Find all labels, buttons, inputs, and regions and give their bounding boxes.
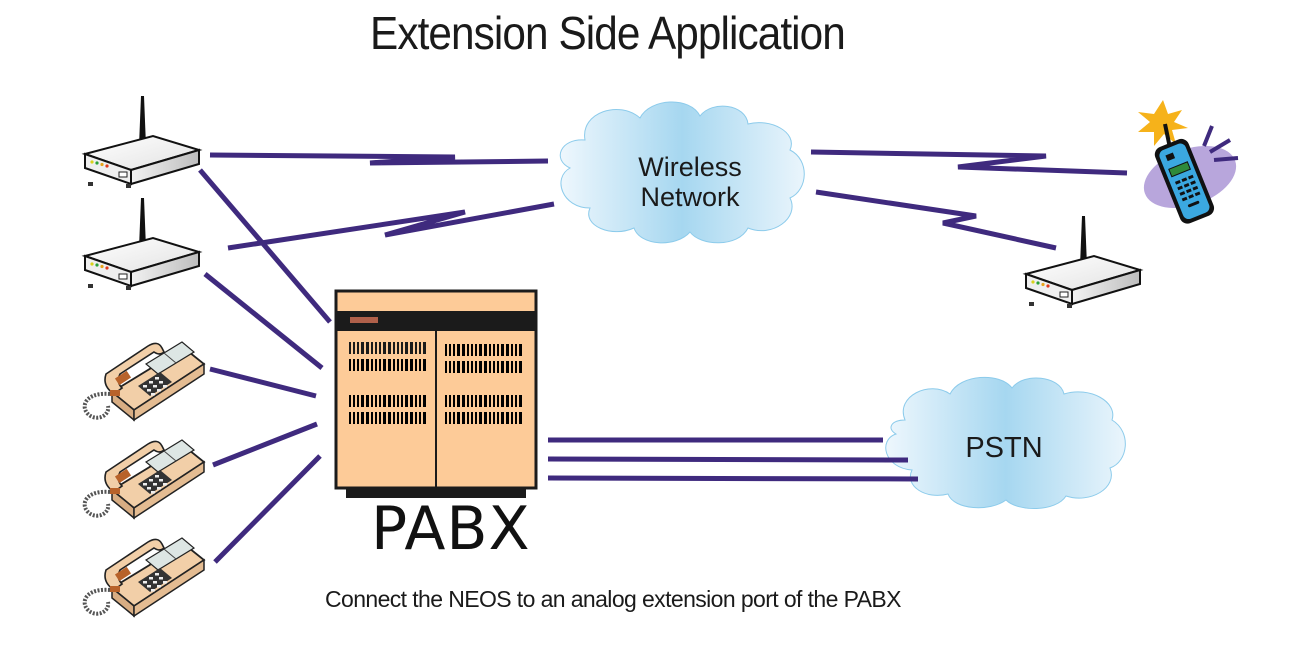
wireless-router-icon <box>1025 215 1141 309</box>
signal-burst-icon <box>1202 125 1239 162</box>
link-router1-pabx <box>198 168 332 324</box>
desk-phone-icon <box>82 536 206 618</box>
diagram-title: Extension Side Application <box>370 7 846 59</box>
wireless-links-left <box>209 152 555 251</box>
wireless-network-label-2: Network <box>640 182 740 212</box>
pabx-label: PABX <box>371 494 531 564</box>
link-phone2-pabx <box>212 421 318 468</box>
trunk-2 <box>547 456 909 463</box>
wireless-network-label-1: Wireless <box>638 152 742 182</box>
wireless-router-icon <box>84 95 200 189</box>
pstn-cloud: PSTN <box>885 376 1126 510</box>
wireless-link-router1 <box>209 152 549 166</box>
link-router2-pabx <box>203 272 324 370</box>
desk-phone-icon <box>82 340 206 422</box>
wireless-links-right <box>810 149 1128 251</box>
trunk-3 <box>547 475 919 482</box>
wireless-network-cloud: Wireless Network <box>559 101 805 244</box>
wireless-link-mobile <box>810 149 1128 176</box>
wireless-router-icon <box>84 197 200 291</box>
link-phone1-pabx <box>209 366 317 399</box>
wireless-link-router3 <box>815 189 1057 251</box>
pabx-links <box>198 168 332 564</box>
link-phone3-pabx <box>213 454 322 564</box>
desk-phone-icon <box>82 438 206 520</box>
pabx-cabinet-icon <box>334 289 538 498</box>
mobile-phone-icon <box>1138 100 1239 224</box>
pstn-label: PSTN <box>965 432 1042 464</box>
pstn-trunks <box>547 437 919 482</box>
wireless-link-router2 <box>227 201 555 251</box>
diagram-caption: Connect the NEOS to an analog extension … <box>325 586 901 612</box>
